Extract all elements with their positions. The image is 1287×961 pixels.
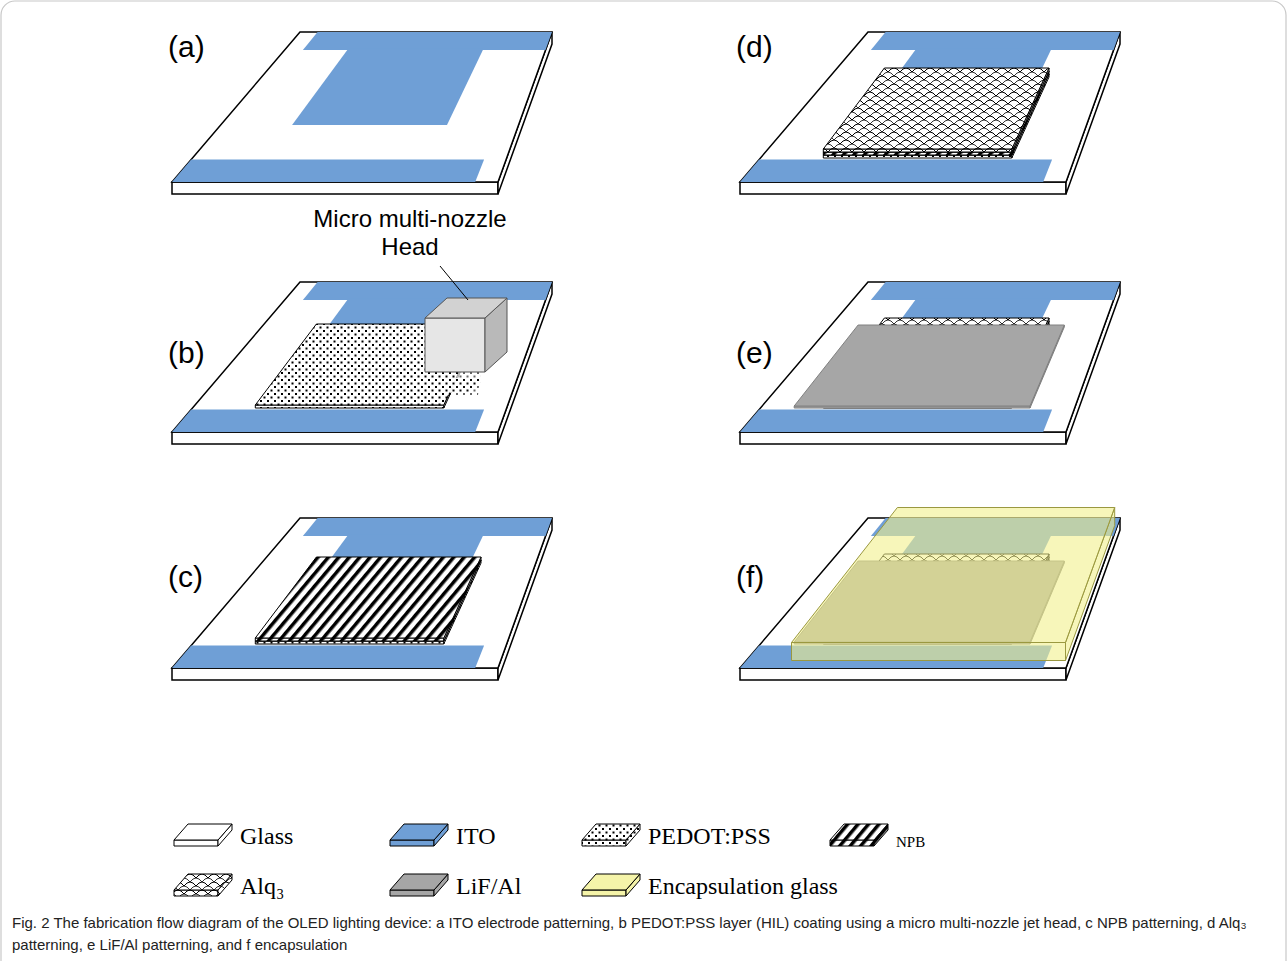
swatch-side — [174, 840, 218, 846]
swatch-top — [582, 874, 640, 890]
glass-substrate-side — [172, 182, 498, 194]
swatch-side — [174, 890, 218, 896]
ito-electrode — [172, 160, 484, 183]
swatch-side — [390, 890, 434, 896]
ito-electrode — [303, 518, 552, 536]
panel-drawing — [172, 32, 552, 194]
swatch-side — [582, 890, 626, 896]
panel-drawing — [740, 508, 1120, 681]
panel-drawing — [172, 518, 552, 680]
encapsulation-glass-side — [792, 643, 1066, 661]
panel-drawing — [172, 282, 552, 444]
panel-label: (e) — [736, 336, 773, 370]
glass-substrate-side — [172, 668, 498, 680]
ito-electrode — [303, 282, 552, 300]
glass-substrate-side — [740, 182, 1066, 194]
panel-label: (a) — [168, 30, 205, 64]
legend-text: ITO — [456, 822, 496, 850]
legend-swatch — [580, 820, 642, 850]
ito-electrode — [740, 160, 1052, 183]
glass-substrate — [172, 32, 552, 182]
ito-electrode — [871, 282, 1120, 300]
legend-text: Glass — [240, 822, 293, 850]
ito-electrode — [303, 32, 552, 50]
legend-swatch — [172, 820, 234, 850]
ito-electrode — [740, 410, 1052, 433]
glass-substrate — [172, 282, 552, 432]
panel-label: (b) — [168, 336, 205, 370]
micro-multi-nozzle-head — [412, 266, 507, 395]
ito-electrode — [172, 646, 484, 669]
head-top — [425, 298, 507, 318]
legend-text: LiF/Al — [456, 872, 521, 900]
encapsulation-glass — [792, 508, 1115, 643]
panel-label: (f) — [736, 560, 764, 594]
panel-label: (d) — [736, 30, 773, 64]
legend-swatch — [388, 820, 450, 850]
npb-layer — [255, 557, 481, 638]
figure-caption: Fig. 2 The fabrication flow diagram of t… — [12, 912, 1274, 956]
legend-swatch — [580, 870, 642, 900]
swatch-top — [830, 824, 888, 840]
legend-swatch — [172, 870, 234, 900]
callout-label: Micro multi-nozzle Head — [300, 205, 520, 261]
ito-electrode — [292, 49, 484, 126]
panel-drawing — [740, 282, 1120, 444]
legend-swatch — [388, 870, 450, 900]
ito-electrode — [871, 32, 1120, 50]
glass-substrate — [740, 32, 1120, 182]
swatch-top — [174, 824, 232, 840]
swatch-side — [390, 840, 434, 846]
legend-swatch — [828, 820, 890, 850]
ito-electrode — [172, 410, 484, 433]
panel-drawing — [740, 32, 1120, 194]
legend-text: NPB — [896, 828, 925, 856]
alq3-layer — [823, 68, 1049, 149]
leader-line — [440, 266, 468, 300]
head-front — [425, 318, 485, 372]
glass-substrate-side — [740, 668, 1066, 680]
swatch-top — [582, 824, 640, 840]
swatch-top — [390, 874, 448, 890]
swatch-top — [174, 874, 232, 890]
panel-label: (c) — [168, 560, 203, 594]
glass-substrate — [172, 518, 552, 668]
swatch-top — [390, 824, 448, 840]
lif-al-cathode — [794, 325, 1064, 406]
glass-substrate — [740, 282, 1120, 432]
swatch-side — [830, 840, 874, 846]
swatch-side — [582, 840, 626, 846]
legend-text: PEDOT:PSS — [648, 822, 771, 850]
legend-text: Alq₃ — [240, 872, 284, 900]
glass-substrate-side — [172, 432, 498, 444]
glass-substrate-side — [740, 432, 1066, 444]
legend-text: Encapsulation glass — [648, 872, 838, 900]
